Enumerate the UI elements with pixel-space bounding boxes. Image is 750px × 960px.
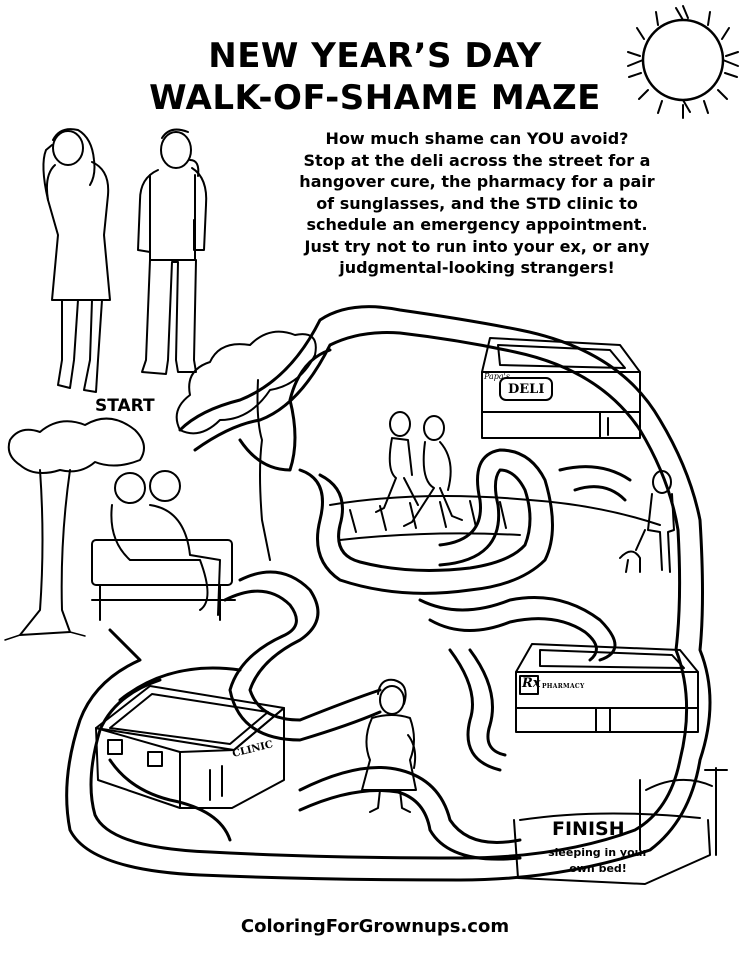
pharmacy-sign: PHARMACY: [542, 683, 585, 690]
deli-sign: DELI: [508, 382, 545, 397]
intro-line: hangover cure, the pharmacy for a pair: [299, 172, 655, 191]
pharmacy-rx-sign: Rx: [522, 676, 541, 691]
intro-line: How much shame can YOU avoid?: [325, 129, 629, 148]
intro-line: Just try not to run into your ex, or any: [304, 236, 650, 256]
intro-line: judgmental-looking strangers!: [339, 258, 615, 277]
deli-building: [481, 337, 641, 439]
maze-walls: [65, 305, 712, 882]
bed-icon: [513, 767, 728, 885]
tree-icon: [175, 330, 317, 561]
crosswalk: [329, 495, 661, 541]
finish-label: FINISH: [552, 818, 625, 840]
intro-text: How much shame can YOU avoid? Stop at th…: [242, 128, 712, 279]
intro-line: of sunglasses, and the STD clinic to: [316, 193, 638, 213]
intro-line: schedule an emergency appointment.: [306, 215, 648, 234]
clinic-building: [95, 685, 285, 809]
man-with-dog: [619, 470, 675, 573]
bench-couple: [91, 470, 236, 621]
walking-couple: [375, 411, 463, 527]
finish-sublabel: sleeping in your own bed!: [528, 845, 668, 877]
sun-icon: [627, 5, 739, 119]
page-title-line2: WALK-OF-SHAME MAZE: [149, 78, 601, 118]
woman-figure: [42, 128, 111, 393]
deli-script-sign: Papa's: [484, 372, 510, 381]
footer-site-link[interactable]: ColoringForGrownups.com: [240, 916, 510, 937]
intro-line: Stop at the deli across the street for a: [303, 150, 651, 170]
finish-sub-line: sleeping in your: [548, 846, 648, 859]
page-title-line1: NEW YEAR’S DAY: [208, 36, 542, 76]
man-figure: [137, 128, 208, 375]
judgmental-woman: [361, 678, 417, 813]
large-tree: [4, 417, 145, 641]
pharmacy-building: [515, 643, 699, 733]
finish-sub-line: own bed!: [569, 862, 627, 875]
start-label: START: [95, 396, 155, 416]
